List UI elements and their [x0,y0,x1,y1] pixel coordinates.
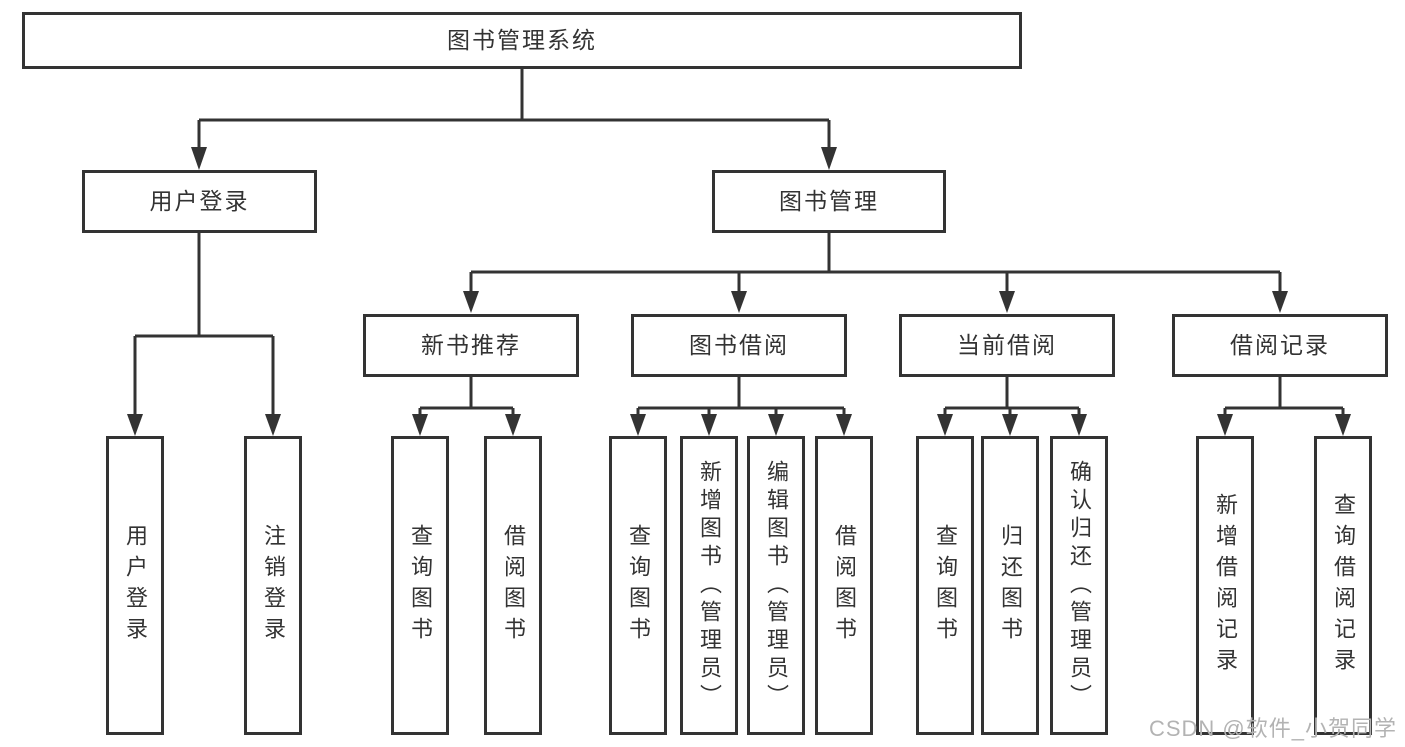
leaf-confirm-return-admin: 确认归还（管理员） [1050,436,1108,735]
leaf-logout: 注销登录 [244,436,302,735]
node-user-login: 用户登录 [82,170,317,233]
leaf-query-books-1: 查询图书 [391,436,449,735]
node-book-borrow: 图书借阅 [631,314,847,377]
leaf-query-books-2: 查询图书 [609,436,667,735]
node-book-management: 图书管理 [712,170,946,233]
leaf-query-borrow-record: 查询借阅记录 [1314,436,1372,735]
node-library-management-system: 图书管理系统 [22,12,1022,69]
leaf-add-books-admin: 新增图书（管理员） [680,436,738,735]
leaf-borrow-books-2: 借阅图书 [815,436,873,735]
leaf-query-books-3: 查询图书 [916,436,974,735]
node-current-borrow: 当前借阅 [899,314,1115,377]
leaf-edit-books-admin: 编辑图书（管理员） [747,436,805,735]
node-new-book-recommend: 新书推荐 [363,314,579,377]
leaf-return-books: 归还图书 [981,436,1039,735]
leaf-borrow-books-1: 借阅图书 [484,436,542,735]
node-borrow-records: 借阅记录 [1172,314,1388,377]
leaf-user-login: 用户登录 [106,436,164,735]
leaf-add-borrow-record: 新增借阅记录 [1196,436,1254,735]
csdn-watermark: CSDN @软件_小贺同学 [1148,716,1397,741]
